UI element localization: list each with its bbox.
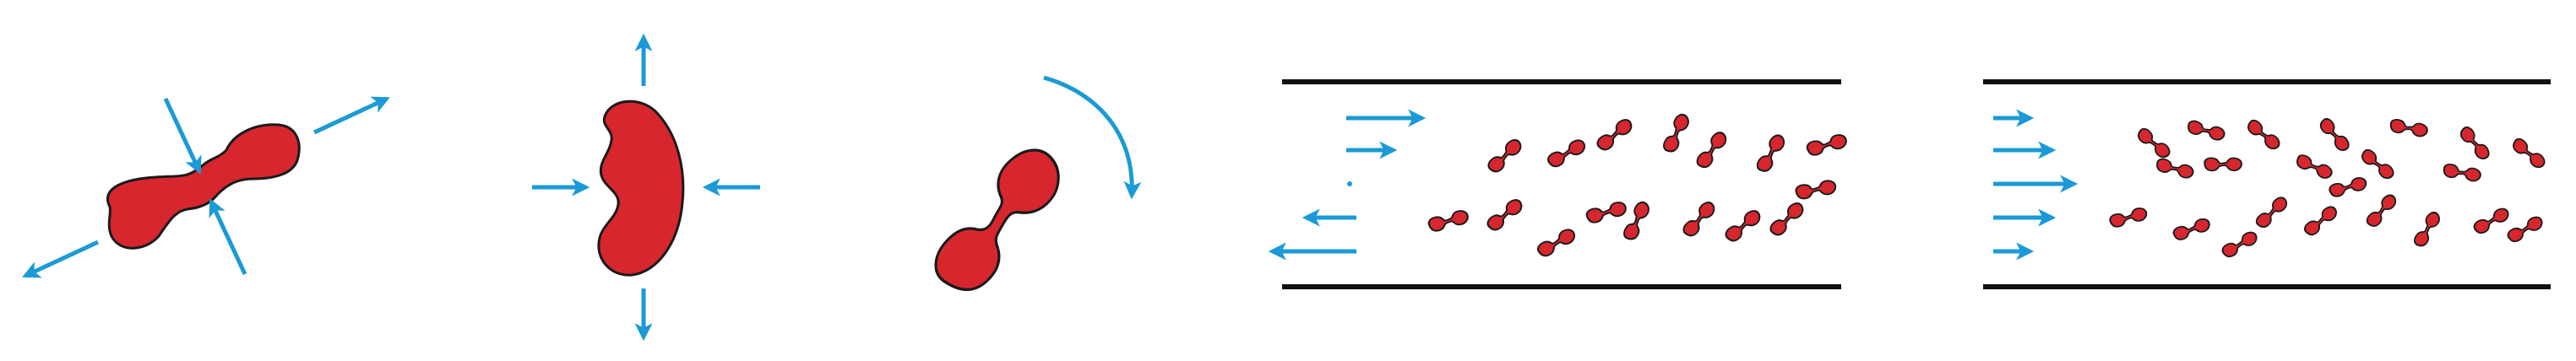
cell-12	[2443, 164, 2481, 182]
rotation-arrow	[1043, 75, 1142, 200]
stretch-arrow-up-right	[312, 96, 390, 135]
cell-7	[1806, 133, 1847, 157]
poiseuille-cells	[2109, 116, 2547, 259]
cell-8	[2155, 158, 2194, 180]
panel-extensional-stretch	[22, 96, 390, 278]
cell-15	[1769, 200, 1807, 238]
stretch-arrow-down-left	[22, 240, 100, 278]
cell-22	[2329, 176, 2367, 198]
squeeze-arrow-top	[163, 97, 202, 175]
cell-4	[1662, 112, 1692, 154]
cell-1	[2136, 127, 2172, 160]
cell-17	[2302, 204, 2339, 238]
cell-6	[2458, 125, 2492, 161]
cell-16	[1796, 180, 1837, 200]
panel-poiseuille-flow-channel	[1983, 79, 2551, 289]
shear-cells	[1427, 112, 1847, 258]
cell-14	[1724, 207, 1763, 244]
cell-7	[2511, 137, 2547, 170]
cell-19	[2412, 210, 2442, 248]
panel-shear-flow-channel	[1268, 79, 1848, 289]
cell-5	[2389, 119, 2428, 137]
cell-3	[2246, 118, 2282, 152]
cell-4	[2318, 116, 2351, 153]
panel-rotation	[926, 75, 1142, 302]
cell-11	[2360, 148, 2396, 181]
cell-3	[1595, 116, 1634, 153]
squeeze-arrow-bottom	[209, 198, 247, 276]
cell-8	[1427, 209, 1469, 233]
cell-6	[1755, 132, 1787, 174]
cell-13	[2109, 207, 2148, 229]
cell-21	[2506, 214, 2544, 244]
cell-20	[2472, 206, 2510, 235]
panel-compression	[532, 33, 760, 342]
cell-15	[2220, 229, 2258, 259]
cell-12	[1622, 200, 1652, 241]
velocity-zero-dot	[1347, 181, 1352, 186]
cell-5	[1695, 130, 1729, 170]
cell-13	[1682, 200, 1718, 239]
cell-2	[1546, 137, 1588, 170]
cell-16	[2254, 195, 2290, 230]
cell-9	[1486, 197, 1524, 233]
cell-18	[2365, 192, 2399, 229]
cell-10	[1536, 227, 1578, 259]
cell-9	[2204, 158, 2242, 170]
cell-2	[2187, 120, 2225, 142]
cell-14	[2172, 217, 2211, 241]
cell-11	[1585, 201, 1627, 224]
rotating-cell	[926, 138, 1072, 302]
cell-10	[2295, 154, 2334, 180]
compressed-cell	[597, 100, 685, 277]
stretched-cell	[106, 123, 301, 250]
cell-1	[1486, 137, 1524, 175]
